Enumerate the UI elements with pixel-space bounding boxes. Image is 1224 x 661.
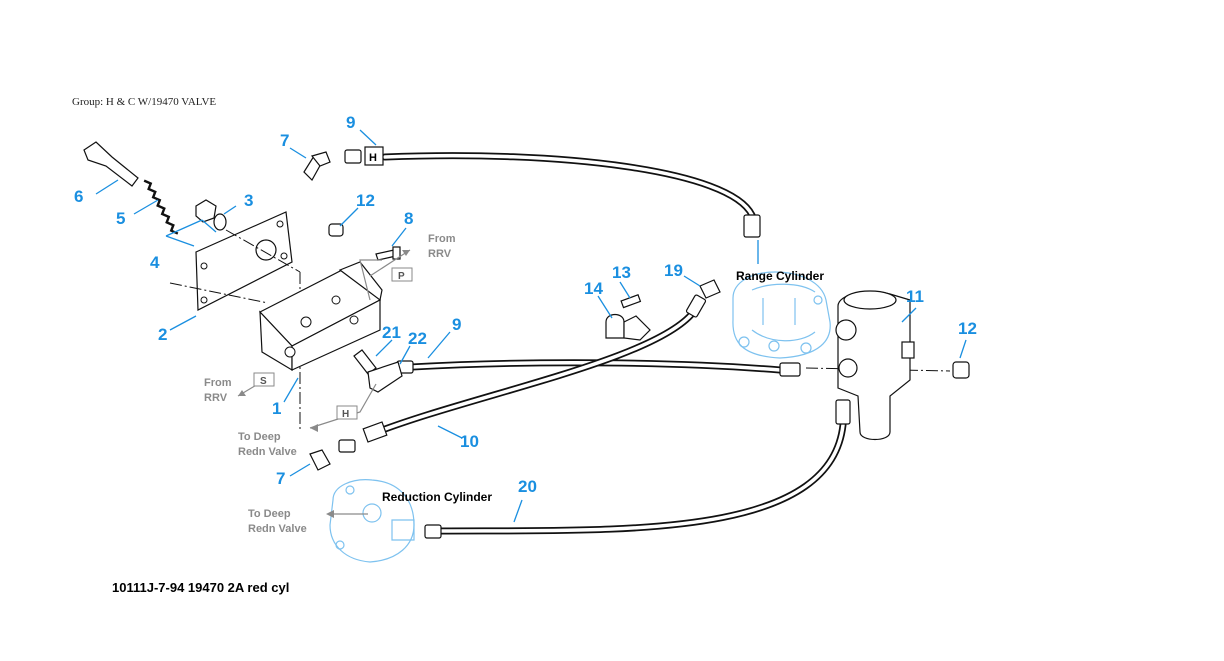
port-annotations: P S H bbox=[237, 249, 413, 518]
callout-9-top: 9 bbox=[346, 113, 355, 132]
hose-20 bbox=[436, 421, 847, 535]
part-19-elbow bbox=[699, 279, 721, 299]
part-1-valve-body bbox=[259, 261, 383, 372]
note-from-rrv-top-line2: RRV bbox=[428, 248, 452, 260]
hose-9-upper bbox=[381, 152, 756, 219]
flow-notes: From RRV From RRV To Deep Redn Valve To … bbox=[204, 233, 456, 535]
note-to-deep-2-line1: To Deep bbox=[248, 508, 291, 520]
part-7-elbow-bottom bbox=[309, 449, 331, 471]
note-to-deep-1-line2: Redn Valve bbox=[238, 446, 297, 458]
callout-21: 21 bbox=[382, 323, 401, 342]
callout-leaders bbox=[95, 129, 967, 523]
callout-2: 2 bbox=[158, 325, 167, 344]
group-header: Group: H & C W/19470 VALVE bbox=[72, 96, 217, 108]
callout-11: 11 bbox=[906, 287, 924, 306]
callout-13: 13 bbox=[612, 263, 631, 282]
part-3-seal bbox=[195, 199, 227, 231]
port-tag-h: H bbox=[342, 409, 349, 420]
callout-4: 4 bbox=[150, 253, 160, 272]
hose-10 bbox=[368, 306, 699, 438]
callout-22: 22 bbox=[408, 329, 427, 348]
part-7-elbow-top bbox=[303, 151, 331, 181]
part-5-spring bbox=[143, 179, 179, 235]
port-tag-s: S bbox=[260, 376, 267, 387]
callout-12-right: 12 bbox=[958, 319, 977, 338]
callout-7-top: 7 bbox=[280, 131, 289, 150]
port-tag-p: P bbox=[398, 271, 405, 282]
callout-5: 5 bbox=[116, 209, 125, 228]
note-from-rrv-top-line1: From bbox=[428, 233, 456, 245]
range-cylinder-outline bbox=[732, 271, 831, 359]
part-21-22-fitting bbox=[353, 349, 403, 393]
part-11-valve bbox=[835, 290, 915, 441]
reduction-cylinder-label: Reduction Cylinder bbox=[382, 490, 492, 504]
note-to-deep-2-line2: Redn Valve bbox=[248, 523, 307, 535]
callout-19: 19 bbox=[664, 261, 683, 280]
note-to-deep-1-line1: To Deep bbox=[238, 431, 281, 443]
part-6-pin bbox=[83, 141, 139, 187]
range-cylinder-label: Range Cylinder bbox=[736, 269, 824, 283]
callout-8: 8 bbox=[404, 209, 413, 228]
callout-7-bottom: 7 bbox=[276, 469, 285, 488]
part-8-screw bbox=[375, 246, 401, 261]
reduction-cylinder-outline bbox=[329, 479, 415, 563]
callout-10: 10 bbox=[460, 432, 479, 451]
note-from-rrv-left-line2: RRV bbox=[204, 392, 228, 404]
part-12-plug-right bbox=[952, 361, 970, 379]
callout-1: 1 bbox=[272, 399, 281, 418]
callout-numbers: 6 5 4 3 2 7 9 12 8 9 21 22 1 10 7 20 13 … bbox=[74, 113, 977, 496]
figure-caption: 10111J-7-94 19470 2A red cyl bbox=[112, 580, 289, 595]
callout-6: 6 bbox=[74, 187, 83, 206]
callout-12-top: 12 bbox=[356, 191, 375, 210]
part-13-14-bracket bbox=[605, 294, 651, 341]
callout-3: 3 bbox=[244, 191, 253, 210]
part-12-plug-top bbox=[328, 223, 344, 237]
callout-14: 14 bbox=[584, 279, 603, 298]
note-from-rrv-left-line1: From bbox=[204, 377, 232, 389]
callout-9-mid: 9 bbox=[452, 315, 461, 334]
hose-h-tag: H bbox=[369, 152, 377, 164]
callout-20: 20 bbox=[518, 477, 537, 496]
